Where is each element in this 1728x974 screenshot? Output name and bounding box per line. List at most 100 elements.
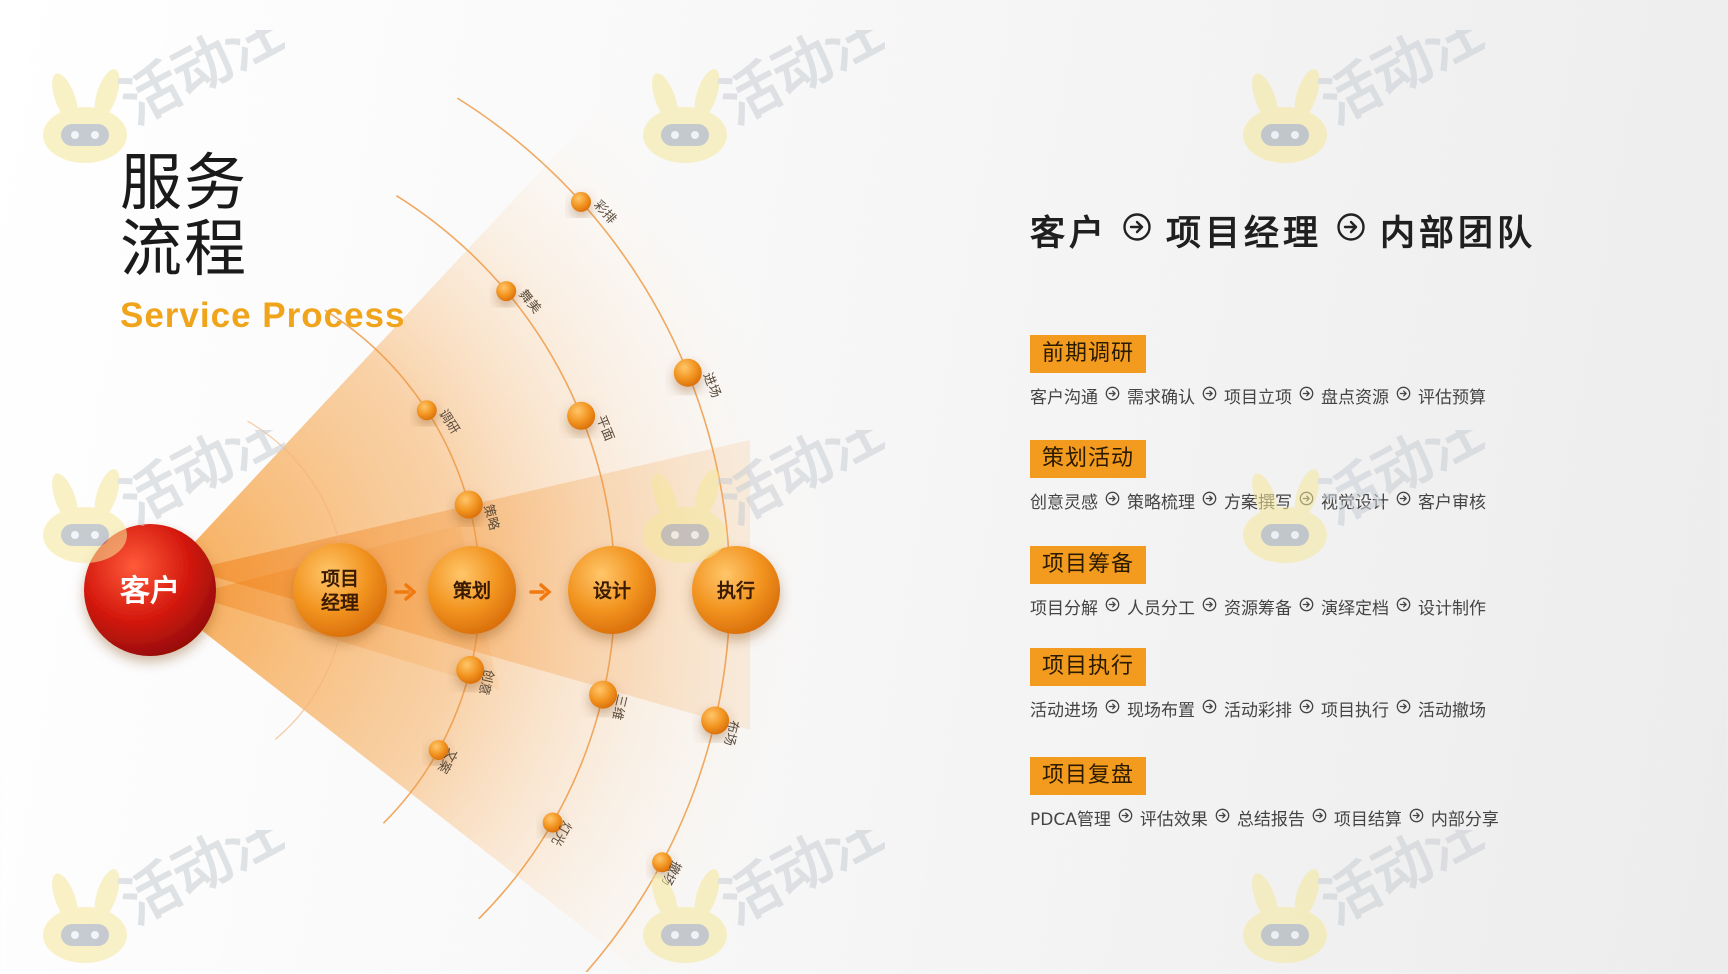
branch-dot bbox=[454, 490, 483, 519]
circle-arrow-icon bbox=[1396, 386, 1411, 406]
stage-ball bbox=[428, 546, 516, 634]
circle-arrow-icon bbox=[1299, 699, 1314, 719]
stage-label: 项目 bbox=[321, 568, 359, 590]
phase-step: 盘点资源 bbox=[1321, 388, 1389, 408]
fan-background bbox=[150, 0, 1060, 972]
stage-label: 经理 bbox=[321, 591, 359, 614]
circle-arrow-icon bbox=[1118, 808, 1133, 828]
circle-arrow-icon bbox=[1396, 491, 1411, 511]
phase-block: 项目筹备项目分解 人员分工 资源筹备 演绎定档 设计制作 bbox=[1030, 546, 1486, 619]
phase-step: 视觉设计 bbox=[1321, 493, 1389, 513]
stage-label: 执行 bbox=[717, 579, 755, 602]
circle-arrow-icon bbox=[1105, 491, 1120, 511]
phase-steps: 活动进场 现场布置 活动彩排 项目执行 活动撤场 bbox=[1030, 696, 1486, 721]
branch-dot bbox=[567, 401, 596, 430]
circle-arrow-icon bbox=[1299, 386, 1314, 406]
page-title: 服务 流程 bbox=[120, 150, 248, 282]
client-label: 客户 bbox=[120, 574, 180, 609]
circle-arrow-icon bbox=[1122, 211, 1152, 251]
phase-tag: 项目执行 bbox=[1030, 648, 1147, 686]
circle-arrow-icon bbox=[1299, 491, 1314, 511]
circle-arrow-icon bbox=[1202, 699, 1217, 719]
circle-arrow-icon bbox=[1336, 211, 1366, 251]
stage-ball bbox=[293, 543, 387, 637]
phase-block: 项目执行活动进场现场布置活动彩排项目执行活动撤场 bbox=[1030, 648, 1486, 721]
flow-team: 内部团队 bbox=[1380, 214, 1537, 254]
stage-ball bbox=[692, 546, 780, 634]
circle-arrow-icon bbox=[1202, 386, 1217, 406]
circle-arrow-icon bbox=[1299, 597, 1314, 617]
branch-dot bbox=[428, 739, 449, 760]
page-subtitle: Service Process bbox=[120, 296, 406, 335]
branch-dot bbox=[456, 655, 485, 684]
phase-step: 项目立项 bbox=[1224, 388, 1292, 408]
phase-steps: PDCA管理 评估效果 总结报告 项目结算 内部分享 bbox=[1030, 805, 1499, 830]
phase-step: 演绎定档 bbox=[1321, 599, 1389, 619]
diagram-nodes: 调研策略创意文案舞美平面三维灯光彩排进场布场撤场项目经理策划设计执行客户 bbox=[84, 191, 780, 889]
circle-arrow-icon bbox=[1396, 597, 1411, 617]
phase-block: 策划活动创意灵感 策略梳理 方案撰写 视觉设计 客户审核 bbox=[1030, 440, 1486, 513]
phase-step: 活动撤场 bbox=[1418, 701, 1486, 721]
phase-step: 评估预算 bbox=[1418, 388, 1486, 408]
circle-arrow-icon bbox=[1105, 386, 1120, 406]
phase-steps: 项目分解 人员分工 资源筹备 演绎定档 设计制作 bbox=[1030, 594, 1486, 619]
stage-ball bbox=[568, 546, 656, 634]
phase-step: 现场布置 bbox=[1127, 701, 1195, 721]
phase-step: 内部分享 bbox=[1430, 810, 1499, 830]
stage-arrow bbox=[529, 583, 552, 601]
phase-step: 资源筹备 bbox=[1224, 599, 1292, 619]
circle-arrow-icon bbox=[1396, 699, 1411, 719]
phase-tag: 策划活动 bbox=[1030, 440, 1147, 478]
phase-step: 活动进场 bbox=[1030, 701, 1098, 721]
phase-step: 客户审核 bbox=[1418, 493, 1486, 513]
phase-step: 客户沟通 bbox=[1030, 388, 1098, 408]
phase-step: 项目分解 bbox=[1030, 599, 1098, 619]
phase-step: 人员分工 bbox=[1127, 599, 1195, 619]
flow-manager: 项目经理 bbox=[1166, 214, 1323, 254]
phase-steps: 创意灵感 策略梳理 方案撰写 视觉设计 客户审核 bbox=[1030, 488, 1486, 513]
phase-step: 方案撰写 bbox=[1224, 493, 1292, 513]
branch-dot bbox=[673, 358, 702, 387]
branch-dot bbox=[701, 706, 730, 735]
phase-step: 活动彩排 bbox=[1224, 701, 1292, 721]
branch-label: 创意 bbox=[475, 668, 497, 697]
circle-arrow-icon bbox=[1409, 808, 1424, 828]
branch-dot bbox=[571, 191, 592, 212]
branch-dot bbox=[652, 852, 673, 873]
phase-step: 设计制作 bbox=[1418, 599, 1486, 619]
phase-step: 策略梳理 bbox=[1127, 493, 1195, 513]
branch-dot bbox=[589, 680, 618, 709]
circle-arrow-icon bbox=[1202, 491, 1217, 511]
phase-step: 项目结算 bbox=[1333, 810, 1402, 830]
phase-block: 前期调研客户沟通 需求确认 项目立项 盘点资源 评估预算 bbox=[1030, 335, 1486, 408]
flow-client: 客户 bbox=[1030, 214, 1109, 254]
flow-title: 客户 项目经理 内部团队 bbox=[1030, 205, 1536, 256]
phase-tag: 项目筹备 bbox=[1030, 546, 1147, 584]
branch-dot bbox=[416, 400, 437, 421]
phase-step: 评估效果 bbox=[1139, 810, 1208, 830]
branch-dot bbox=[542, 812, 563, 833]
phase-steps: 客户沟通 需求确认 项目立项 盘点资源 评估预算 bbox=[1030, 383, 1486, 408]
phase-tag: 前期调研 bbox=[1030, 335, 1147, 373]
circle-arrow-icon bbox=[1202, 597, 1217, 617]
branch-dot bbox=[496, 281, 517, 302]
branch-label: 布场 bbox=[721, 718, 741, 747]
phase-step: 创意灵感 bbox=[1030, 493, 1098, 513]
phase-block: 项目复盘 PDCA管理 评估效果 总结报告 项目结算 内部分享 bbox=[1030, 757, 1499, 830]
title-line-1: 服务 bbox=[120, 146, 249, 219]
circle-arrow-icon bbox=[1105, 597, 1120, 617]
branch-label: 策略 bbox=[480, 503, 502, 532]
title-line-2: 流程 bbox=[120, 212, 249, 285]
phase-step: 项目执行 bbox=[1321, 701, 1389, 721]
stage-arrow bbox=[394, 583, 417, 601]
phase-step: 需求确认 bbox=[1127, 388, 1195, 408]
phase-tag: 项目复盘 bbox=[1030, 757, 1147, 795]
circle-arrow-icon bbox=[1215, 808, 1230, 828]
branch-label: 三维 bbox=[608, 693, 628, 722]
stage-label: 设计 bbox=[593, 580, 631, 602]
phase-step: 总结报告 bbox=[1236, 810, 1305, 830]
phase-step: PDCA管理 bbox=[1030, 810, 1111, 830]
circle-arrow-icon bbox=[1312, 808, 1327, 828]
circle-arrow-icon bbox=[1105, 699, 1120, 719]
